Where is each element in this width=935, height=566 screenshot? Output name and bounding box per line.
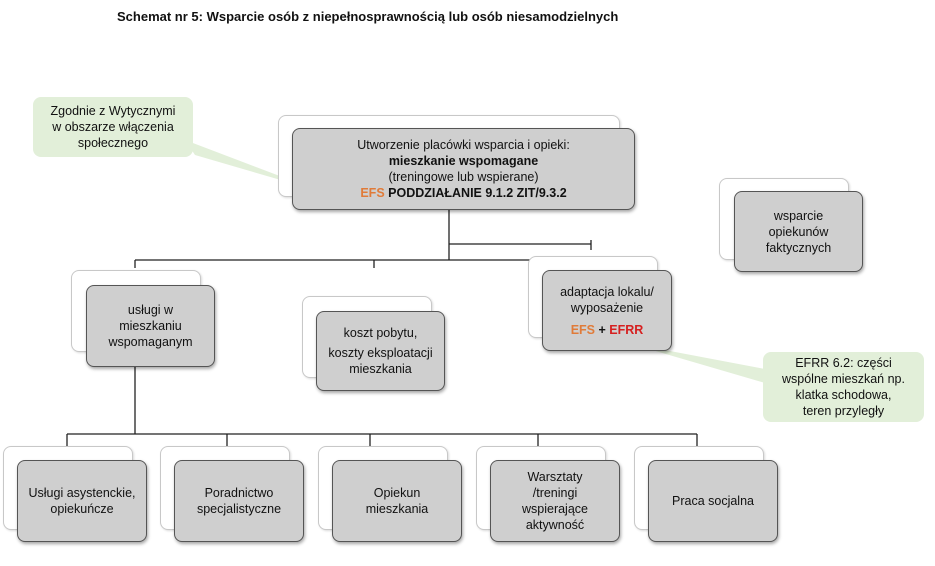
opiekunow-line2: opiekunów — [768, 224, 829, 239]
b2-line2: specjalistyczne — [196, 502, 282, 516]
main-box-line1: Utworzenie placówki wsparcia i opieki: — [357, 138, 570, 152]
b1-line2: opiekuńcze — [50, 502, 114, 516]
callout-wytyczne-line3: społecznego — [77, 136, 149, 150]
b4-line1: Warsztaty — [527, 470, 583, 484]
b3-line2: mieszkania — [365, 502, 429, 516]
uslugi-line1: usługi w — [127, 303, 174, 317]
callout-efrr-line3: klatka schodowa, — [795, 388, 892, 402]
b1-line1: Usługi asystenckie, — [28, 486, 136, 500]
box-uslugi-w-mieszkaniu: usługi w mieszkaniu wspomaganym — [86, 285, 215, 367]
adaptacja-funding: EFS + EFRR — [571, 322, 644, 338]
callout-efrr-line2: wspólne mieszkań np. — [782, 372, 905, 386]
koszt-line1: koszt pobytu, — [343, 326, 418, 340]
callout-efrr: EFRR 6.2: części wspólne mieszkań np. kl… — [763, 352, 924, 422]
efs-label: EFS — [360, 186, 385, 200]
b4-line2: /treningi — [532, 486, 578, 500]
koszt-line3: mieszkania — [349, 362, 412, 376]
diagram-title: Schemat nr 5: Wsparcie osób z niepełnosp… — [117, 9, 619, 24]
adaptacja-plus: + — [595, 322, 610, 337]
box-adaptacja-lokalu: adaptacja lokalu/ wyposażenie EFS + EFRR — [542, 270, 672, 351]
adaptacja-line1: adaptacja lokalu/ — [560, 284, 654, 299]
b5-line1: Praca socjalna — [672, 494, 754, 508]
callout-efrr-line1: EFRR 6.2: części — [795, 356, 892, 370]
callout-wytyczne: Zgodnie z Wytycznymi w obszarze włączeni… — [33, 97, 193, 157]
callout-efrr-line4: teren przyległy — [802, 404, 885, 418]
box-uslugi-asystenckie: Usługi asystenckie, opiekuńcze — [17, 460, 147, 542]
uslugi-line3: wspomaganym — [108, 335, 193, 349]
adaptacja-line2: wyposażenie — [570, 300, 644, 315]
opiekunow-line3: faktycznych — [765, 240, 832, 255]
box-opiekun-mieszkania: Opiekun mieszkania — [332, 460, 462, 542]
b2-line1: Poradnictwo — [204, 486, 274, 500]
b4-line3: wspierające — [521, 502, 588, 516]
main-box-line2: mieszkanie wspomagane — [388, 154, 539, 168]
opiekunow-line1: wsparcie — [773, 208, 824, 223]
b3-line1: Opiekun — [373, 486, 421, 500]
poddzialanie-label: PODDZIAŁANIE 9.1.2 ZIT/9.3.2 — [384, 186, 567, 200]
callout-wytyczne-line2: w obszarze włączenia — [52, 120, 174, 134]
uslugi-line2: mieszkaniu — [119, 319, 182, 333]
adaptacja-efrr: EFRR — [609, 322, 644, 337]
box-poradnictwo: Poradnictwo specjalistyczne — [174, 460, 304, 542]
box-praca-socjalna: Praca socjalna — [648, 460, 778, 542]
main-box-line3: (treningowe lub wspierane) — [388, 170, 539, 184]
box-koszt-pobytu: koszt pobytu, koszty eksploatacji mieszk… — [316, 311, 445, 391]
box-warsztaty: Warsztaty /treningi wspierające aktywnoś… — [490, 460, 620, 542]
box-wsparcie-opiekunow: wsparcie opiekunów faktycznych — [734, 191, 863, 272]
koszt-line2: koszty eksploatacji — [328, 346, 433, 360]
callout-right-pointer — [628, 343, 770, 383]
b4-line4: aktywność — [525, 518, 585, 532]
main-box-line4: EFS PODDZIAŁANIE 9.1.2 ZIT/9.3.2 — [360, 185, 566, 201]
adaptacja-efs: EFS — [570, 322, 596, 337]
callout-wytyczne-line1: Zgodnie z Wytycznymi — [50, 104, 176, 118]
main-box-mieszkanie-wspomagane: Utworzenie placówki wsparcia i opieki: m… — [292, 128, 635, 210]
